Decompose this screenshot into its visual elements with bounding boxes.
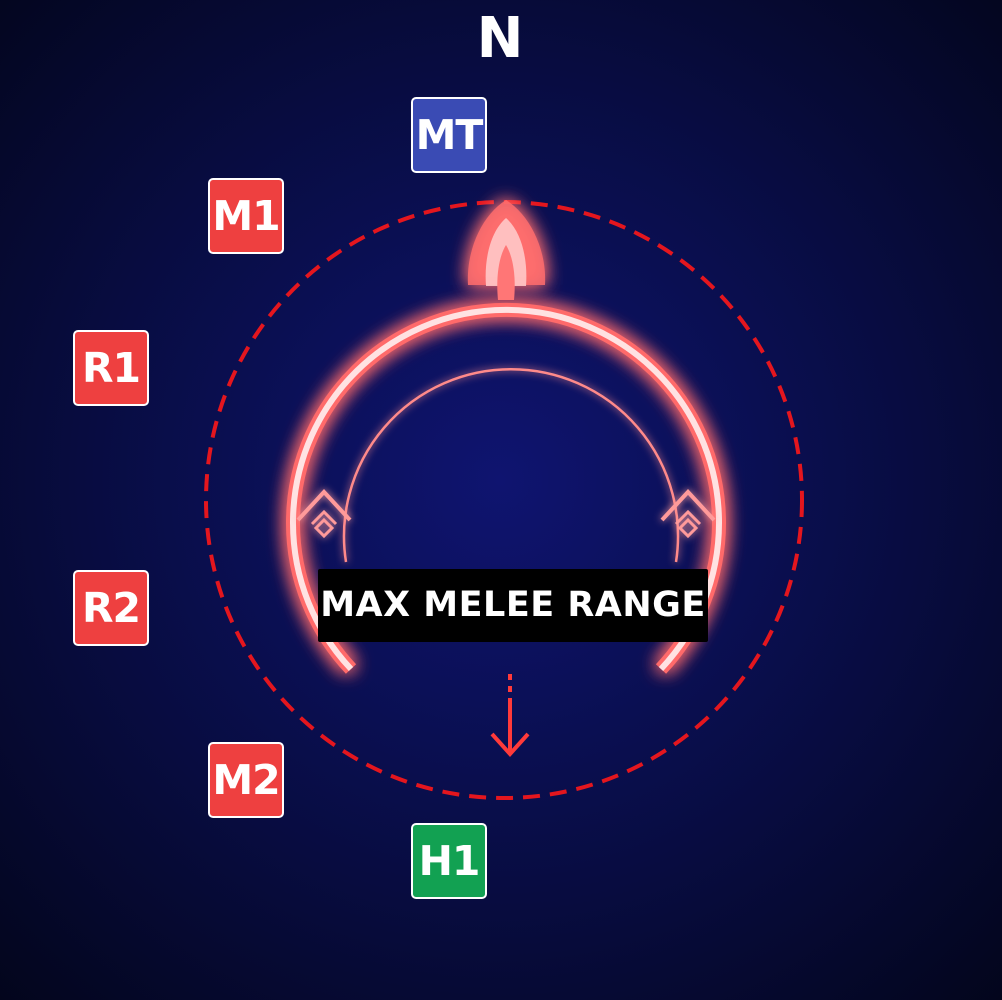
marker-r2: R2 (73, 570, 149, 646)
left-flank-chevron-icon (296, 489, 352, 539)
compass-north-label: N (476, 6, 524, 71)
boss-inner-arc (342, 367, 680, 563)
max-melee-range-label: MAX MELEE RANGE (318, 569, 708, 642)
max-melee-range-ring (204, 200, 804, 800)
right-flank-chevron-icon (660, 489, 716, 539)
marker-m2: M2 (208, 742, 284, 818)
marker-m1: M1 (208, 178, 284, 254)
rear-arrow-icon (490, 674, 530, 757)
marker-mt: MT (411, 97, 487, 173)
marker-r1: R1 (73, 330, 149, 406)
marker-h1: H1 (411, 823, 487, 899)
